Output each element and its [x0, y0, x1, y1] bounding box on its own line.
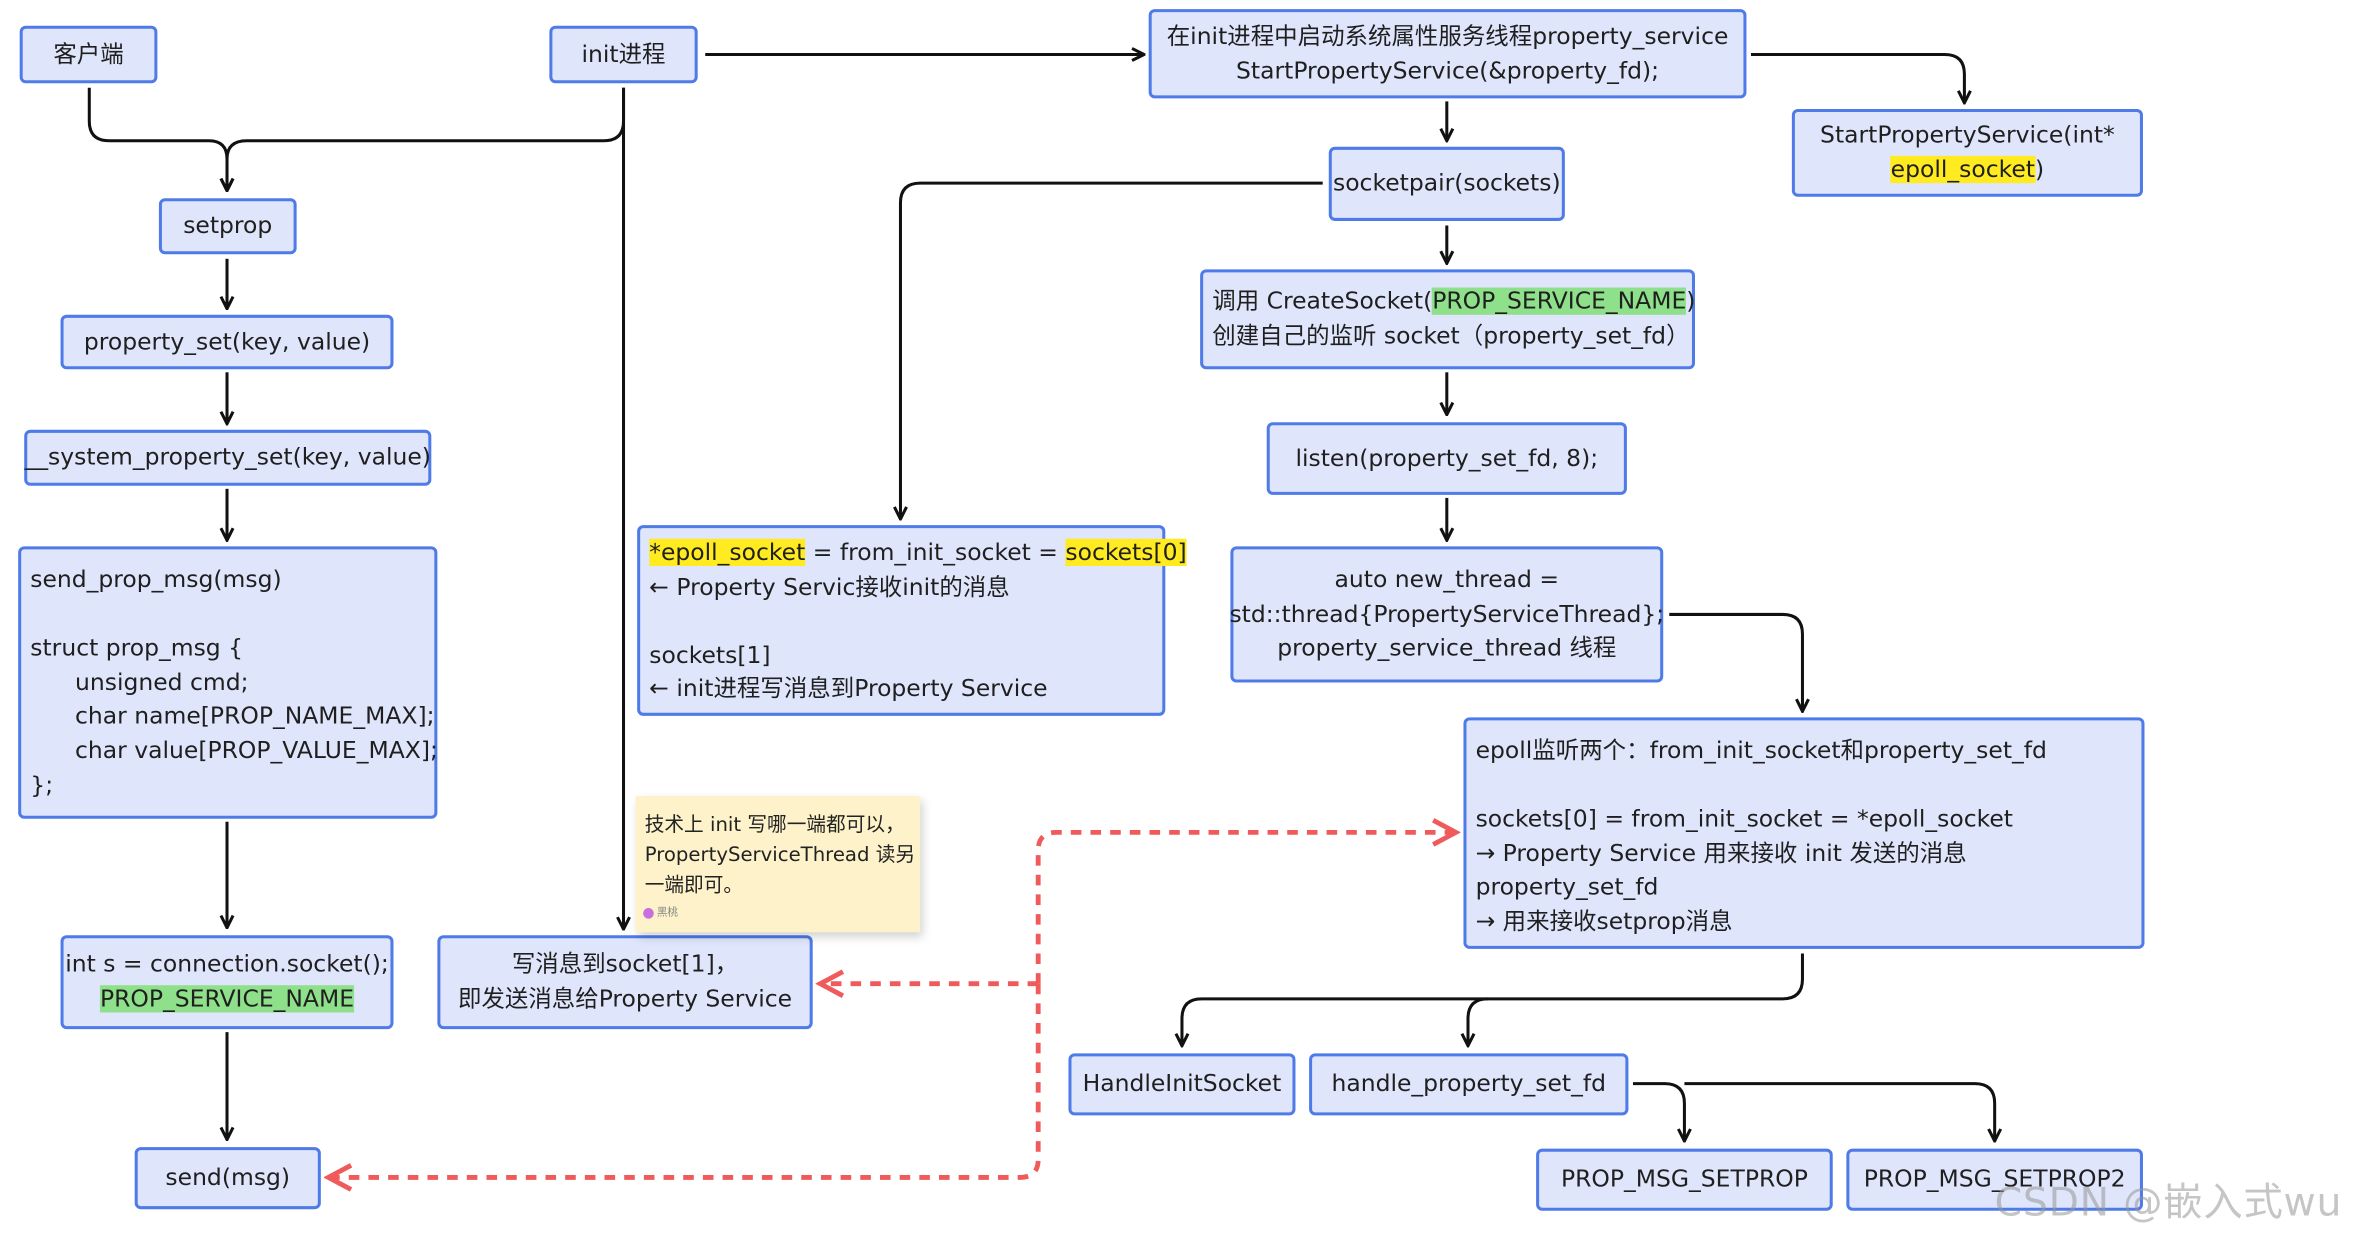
dashed-edge-to-epoll-listen — [1035, 832, 1456, 984]
edge-handle-fd-setprop2 — [1684, 1082, 1994, 1142]
edge-new-thread-epoll-listen — [1669, 612, 1802, 711]
node-epoll-listen: epoll监听两个：from_init_socket和property_set_… — [1463, 717, 2145, 949]
node-init: init进程 — [549, 25, 698, 84]
node-new-thread: auto new_thread = std::thread{PropertySe… — [1229, 546, 1664, 683]
node-handle-property-set-fd: handle_property_set_fd — [1309, 1053, 1629, 1116]
note-author: 黑桃 — [643, 897, 678, 927]
node-prop-msg-setprop: PROP_MSG_SETPROP — [1536, 1148, 1833, 1211]
node-socketpair: socketpair(sockets) — [1328, 146, 1565, 221]
edge-epoll-listen-handlers — [1182, 953, 1804, 1045]
edge-init-setprop — [227, 87, 626, 191]
node-create-socket: 调用 CreateSocket(PROP_SERVICE_NAME) 创建自己的… — [1200, 269, 1695, 370]
highlight-prop-service-name: PROP_SERVICE_NAME — [99, 985, 355, 1013]
node-setprop: setprop — [158, 198, 297, 255]
node-system-property-set: __system_property_set(key, value) — [24, 429, 432, 486]
node-property-set: property_set(key, value) — [60, 314, 394, 370]
highlight-sockets-0: sockets[0] — [1065, 538, 1187, 567]
dashed-edge-to-send — [328, 983, 1041, 1178]
edge-handle-fd-setprop — [1632, 1082, 1684, 1142]
node-start-property-service: 在init进程中启动系统属性服务线程property_service Start… — [1148, 9, 1747, 99]
node-listen: listen(property_set_fd, 8); — [1266, 422, 1627, 495]
watermark: CSDN @嵌入式wu — [1994, 1180, 2343, 1226]
edge-epoll-listen-handle-fd — [1468, 997, 1488, 1046]
node-write-socket: 写消息到socket[1]， 即发送消息给Property Service — [437, 935, 813, 1030]
node-start-property-service-signature: StartPropertyService(int* epoll_socket) — [1791, 108, 2143, 197]
highlight-epoll-socket-var: *epoll_socket — [649, 538, 806, 567]
edge-client-setprop — [87, 87, 227, 191]
highlight-epoll-socket: epoll_socket — [1890, 155, 2035, 184]
sticky-note: 技术上 init 写哪一端都可以， PropertyServiceThread … — [635, 796, 921, 933]
node-handle-init-socket: HandleInitSocket — [1068, 1053, 1296, 1116]
node-prop-msg-setprop2: PROP_MSG_SETPROP2 — [1846, 1148, 2143, 1211]
edge-socketpair-epoll-socket — [900, 181, 1323, 519]
edge-start-service-sig — [1751, 52, 1964, 102]
node-epoll-socket: *epoll_socket = from_init_socket = socke… — [637, 525, 1187, 716]
node-socket-connection: int s = connection.socket(); PROP_SERVIC… — [60, 935, 394, 1030]
node-client: 客户端 — [19, 25, 158, 84]
author-avatar-icon — [643, 907, 654, 918]
node-send-msg: send(msg) — [134, 1147, 321, 1210]
highlight-prop-service-name-2: PROP_SERVICE_NAME — [1432, 287, 1687, 315]
node-send-prop-msg: send_prop_msg(msg) struct prop_msg { uns… — [18, 546, 438, 819]
